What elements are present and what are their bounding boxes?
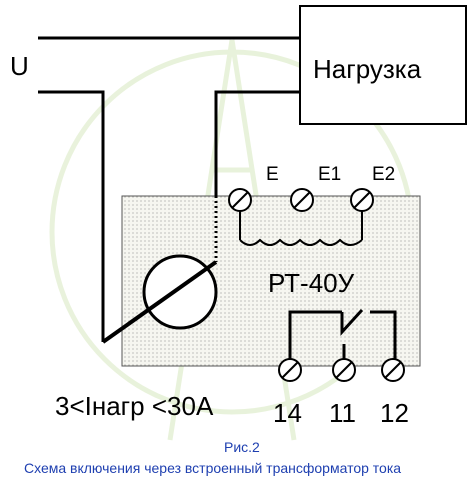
load-box [299, 5, 467, 125]
terminal-11-label: 11 [329, 398, 356, 428]
terminal-e [228, 188, 252, 212]
terminal-e2 [350, 188, 374, 212]
supply-wires [38, 36, 300, 342]
terminal-14-label: 14 [273, 398, 302, 428]
terminal-11 [332, 358, 356, 382]
terminal-12-label: 12 [380, 398, 409, 428]
figure-caption: Схема включения через встроенный трансфо… [24, 460, 401, 476]
figure-number: Рис.2 [224, 439, 260, 455]
current-transformer-core [142, 254, 218, 330]
current-range-label: 3<Iнагр <30А [55, 391, 214, 421]
terminal-12 [381, 358, 405, 382]
terminal-e-label: E [266, 164, 279, 185]
relay-contacts [288, 308, 397, 366]
terminal-e2-label: E2 [372, 164, 395, 185]
relay-label: РТ-40У [268, 268, 355, 298]
terminal-e1-label: E1 [318, 164, 341, 185]
terminal-e1 [290, 188, 314, 212]
supply-label: U [10, 51, 29, 81]
ct-conductor [101, 260, 218, 344]
load-label: Нагрузка [313, 54, 422, 84]
terminal-14 [278, 358, 302, 382]
